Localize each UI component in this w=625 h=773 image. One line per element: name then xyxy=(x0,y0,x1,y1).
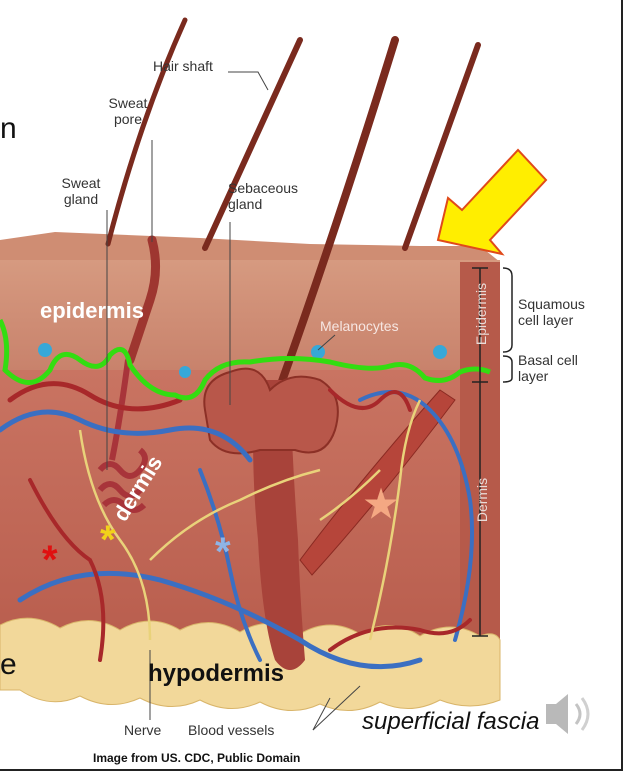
leader-blood-vessels-2 xyxy=(312,685,361,731)
label-sebaceous-line2: gland xyxy=(228,196,263,212)
follicle-body xyxy=(253,380,305,670)
leader-blood-vessels-1 xyxy=(312,697,331,731)
vein-1 xyxy=(0,409,253,463)
cutoff-letter-bottom: e xyxy=(0,648,17,681)
label-sweat-pore-line2: pore xyxy=(113,111,143,127)
label-sweat-pore-line1: Sweat xyxy=(108,95,148,111)
hair-shaft-main xyxy=(264,36,399,424)
speaker-body xyxy=(546,694,568,734)
artery-3 xyxy=(328,618,472,652)
basement-membrane-line xyxy=(0,318,491,401)
melanocyte-1 xyxy=(38,343,52,357)
hair-shaft-right xyxy=(402,42,481,251)
label-sebaceous-line1: Sebaceous xyxy=(228,180,299,196)
marker-blue-asterisk: * xyxy=(215,530,231,574)
melanocyte-cells xyxy=(38,343,447,378)
label-sweat-pore: Sweat pore xyxy=(104,95,152,127)
leader-melanocytes xyxy=(317,334,336,351)
label-nerve: Nerve xyxy=(124,722,162,738)
sweat-duct xyxy=(125,235,160,365)
sweat-gland-coil xyxy=(97,359,148,513)
squamous-bracket xyxy=(502,267,513,353)
annotation-epidermis: epidermis xyxy=(40,298,144,323)
marker-yellow-asterisk: * xyxy=(100,518,116,562)
label-sebaceous-gland: Sebaceous gland xyxy=(228,180,298,212)
artery-4 xyxy=(328,388,412,412)
speaker-icon[interactable] xyxy=(546,694,590,734)
speaker-wave-2 xyxy=(580,697,590,731)
label-basal-line2: layer xyxy=(518,368,549,384)
label-squamous-line2: cell layer xyxy=(518,312,574,328)
annotation-hypodermis: hypodermis xyxy=(148,660,285,687)
highlight-arrow xyxy=(436,148,548,256)
label-blood-vessels: Blood vessels xyxy=(188,722,275,738)
nerve-2 xyxy=(149,468,321,561)
label-sweat-gland: Sweat gland xyxy=(56,175,106,207)
skin-top-surface xyxy=(0,232,500,262)
nerve-1 xyxy=(78,429,152,641)
leader-lines xyxy=(106,71,361,731)
sweat-gland-tube xyxy=(109,359,131,461)
image-credit: Image from US. CDC, Public Domain xyxy=(93,751,301,765)
side-label-dermis: Dermis xyxy=(474,477,490,523)
hypodermis-fat xyxy=(0,617,501,712)
label-hair-shaft: Hair shaft xyxy=(153,58,213,74)
speaker-wave-1 xyxy=(574,703,582,725)
hair-shaft-center xyxy=(202,37,303,251)
hair-shaft-left xyxy=(105,17,188,247)
nerve-4 xyxy=(319,469,381,522)
melanocyte-3 xyxy=(311,345,325,359)
marker-red-asterisk: * xyxy=(42,538,58,582)
hair-shafts xyxy=(105,17,481,424)
label-squamous-line1: Squamous xyxy=(518,296,585,312)
melanocyte-4 xyxy=(433,345,447,359)
label-squamous-cell-layer: Squamous cell layer xyxy=(518,296,585,328)
label-basal-cell-layer: Basal cell layer xyxy=(518,352,578,384)
nerve-3 xyxy=(368,399,422,641)
leader-hair-shaft xyxy=(228,71,269,91)
cutoff-letter-top: n xyxy=(0,112,17,145)
hair-follicle xyxy=(203,367,339,670)
melanocyte-2 xyxy=(179,366,191,378)
nerves xyxy=(78,399,422,641)
artery-2 xyxy=(28,478,106,662)
layer-brackets xyxy=(472,267,513,637)
marker-star: ★ xyxy=(364,484,399,526)
label-melanocytes: Melanocytes xyxy=(320,318,399,334)
label-sweat-gland-line1: Sweat xyxy=(61,175,101,191)
side-label-epidermis: Epidermis xyxy=(473,282,489,346)
vein-3 xyxy=(198,468,262,662)
annotation-superficial-fascia: superficial fascia xyxy=(362,708,540,735)
artery-1 xyxy=(7,381,183,412)
sweat-gland-loops xyxy=(97,447,148,513)
label-basal-line1: Basal cell xyxy=(518,352,578,368)
blood-vessels xyxy=(0,381,475,670)
vein-2 xyxy=(17,570,423,670)
basal-bracket xyxy=(502,355,513,383)
label-sweat-gland-line2: gland xyxy=(63,191,99,207)
